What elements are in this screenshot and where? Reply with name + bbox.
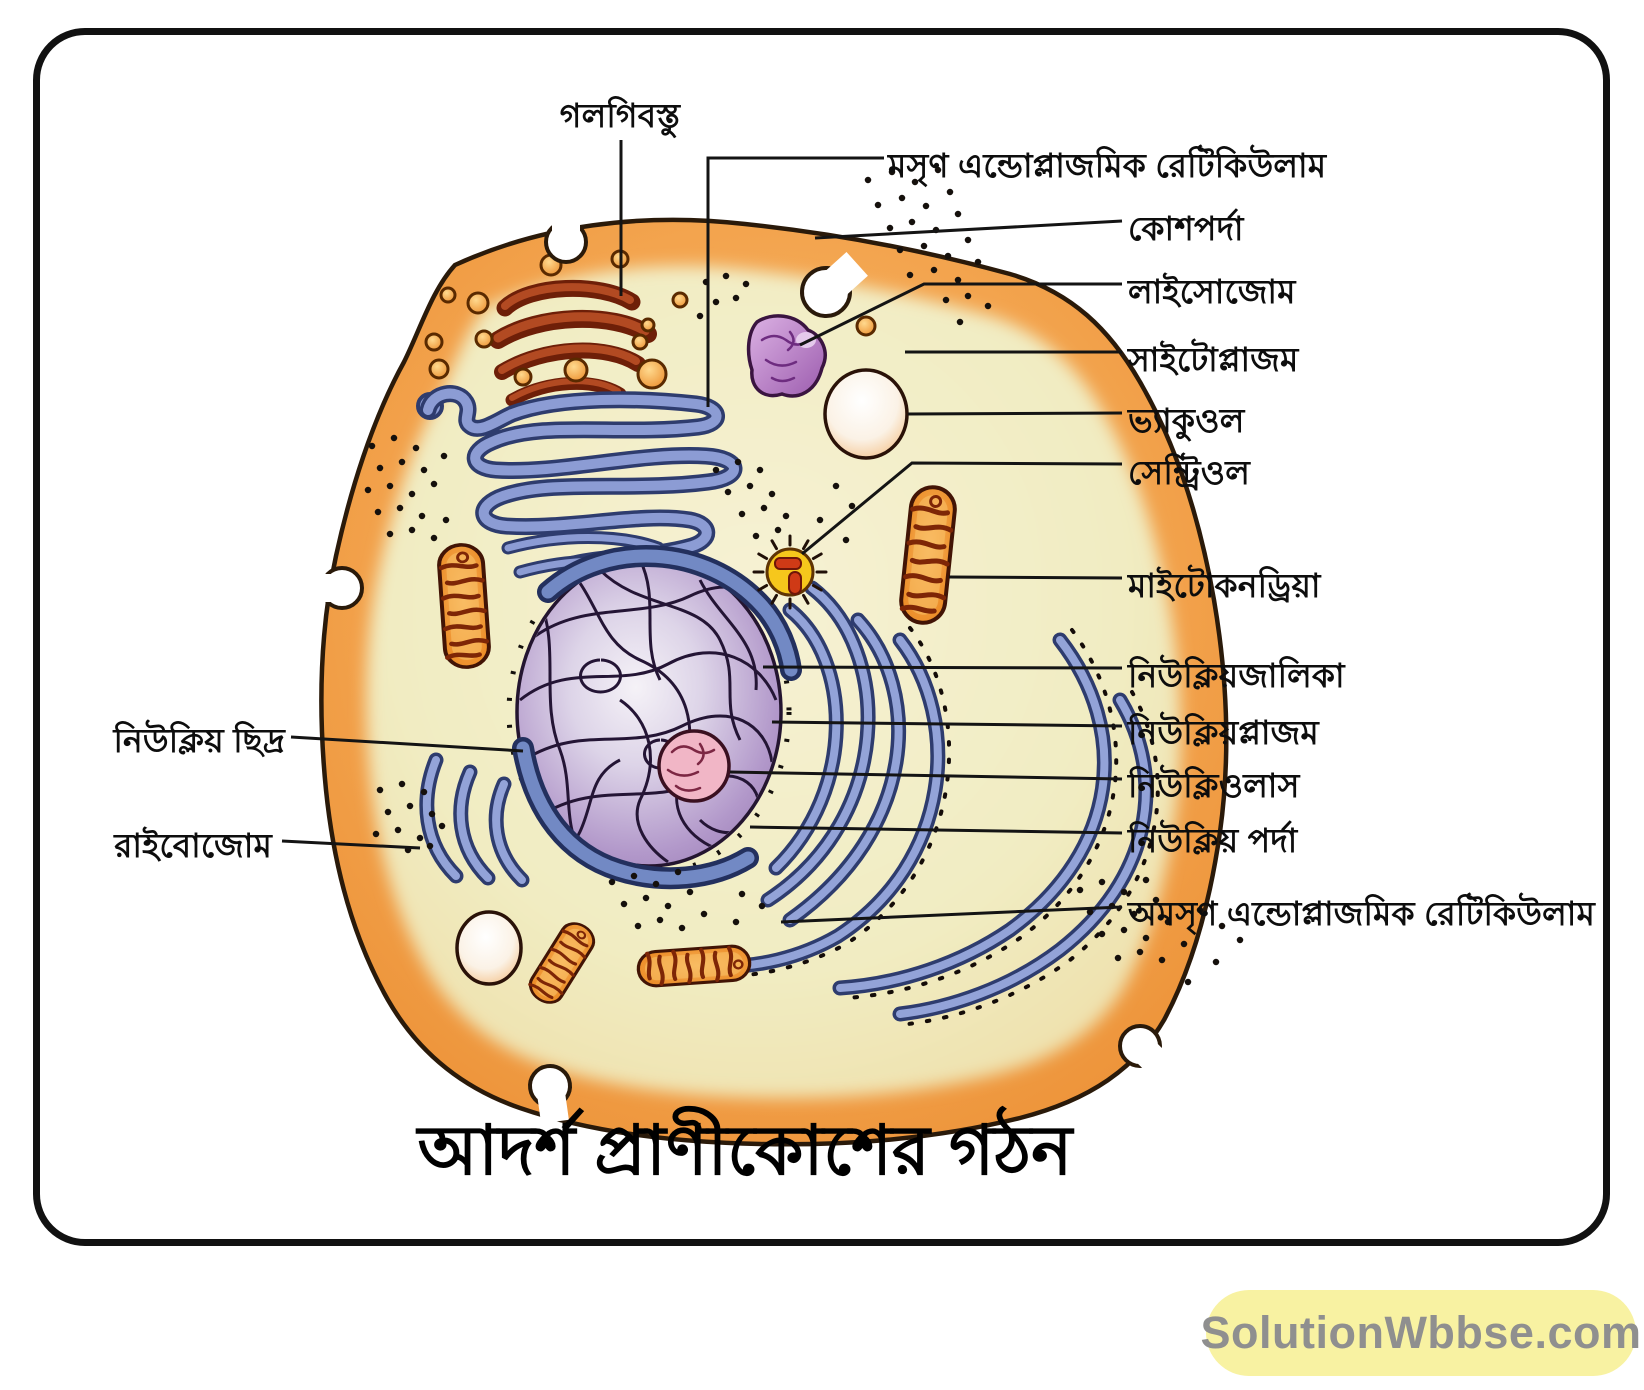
leader-smooth-er [706,156,884,407]
rough-er-illustration [419,580,1160,1026]
label-lysosome: লাইসোজোম [1128,273,1296,310]
vacuole-illustration [823,368,909,460]
label-nuclear-pore: নিউক্লিয় ছিদ্র [113,722,285,759]
leader-nucleolus [729,770,1123,781]
centriole-illustration [752,534,828,610]
ribosome-dots [364,166,1244,986]
leader-lines [281,140,1123,924]
leader-nucleoplasm [771,720,1123,728]
nucleus-illustration [506,545,802,890]
diagram-title: আদর্শ প্রাণীকোশের গঠন [417,1112,1073,1189]
vacuole-bottom-illustration [455,910,523,986]
er-ribosome-dots [718,626,1160,1026]
leader-cell-membrane [814,219,1123,240]
leader-nuclear-pore [290,735,524,753]
watermark-text: SolutionWbbse.com [1200,1307,1642,1358]
leader-rough-er [780,905,1123,924]
label-centriole: সেন্ট্রিওল [1128,454,1251,491]
leader-nuclear-reticulum [762,665,1123,670]
label-nucleoplasm: নিউক্লিয়প্লাজম [1128,714,1319,751]
leader-nuclear-membrane [749,825,1123,835]
golgi-body-illustration [489,279,657,407]
leader-lysosome [799,282,1122,347]
label-vacuole: ভ্যাকুওল [1128,402,1245,439]
leader-vacuole [907,411,1123,416]
nuclear-pore-ticks [506,547,792,877]
label-nucleolus: নিউক্লিওলাস [1128,767,1300,804]
nucleolus-illustration [657,729,731,803]
label-mitochondria: মাইটোকনড্রিয়া [1128,567,1321,604]
lysosome-illustration [746,314,827,398]
membrane-invaginations [306,206,1176,1124]
label-rough-er: অমসৃণ এন্ডোপ্লাজমিক রেটিকিউলাম [1128,895,1596,932]
leader-ribosome [281,839,421,850]
label-cytoplasm: সাইটোপ্লাজম [1128,341,1299,378]
label-smooth-er: মসৃণ এন্ডোপ্লাজমিক রেটিকিউলাম [888,147,1327,184]
watermark-badge: SolutionWbbse.com [1201,1290,1641,1376]
leader-mitochondria [948,575,1123,580]
label-nuclear-membrane: নিউক্লিয় পর্দা [1128,822,1298,859]
diagram-border-frame [33,28,1610,1246]
label-cell-membrane: কোশপর্দা [1128,210,1244,247]
label-golgi: গলগিবস্তু [559,97,681,134]
mitochondrion-bottom-large [637,945,751,987]
leader-centriole [801,461,1123,556]
mitochondrion-left [438,543,490,668]
nuclear-membrane-illustration [512,545,802,890]
label-nuclear-reticulum: নিউক্লিয়জালিকা [1128,657,1345,694]
label-ribosome: রাইবোজোম [114,827,272,864]
